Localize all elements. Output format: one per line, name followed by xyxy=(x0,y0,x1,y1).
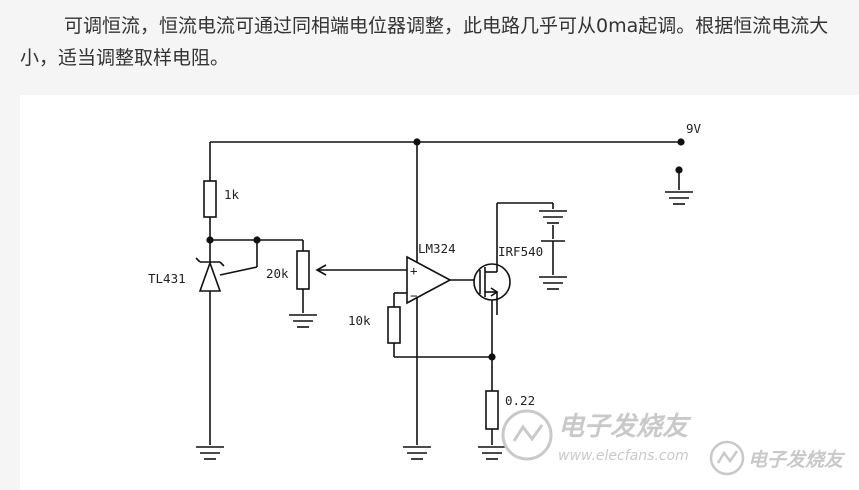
label-minus: − xyxy=(410,288,418,303)
resistor-10k xyxy=(387,306,401,344)
watermark-url: www.elecfans.com xyxy=(558,448,689,464)
supply-terminal xyxy=(677,138,685,146)
article-paragraph: 可调恒流，恒流电流可通过同相端电位器调整，此电路几乎可从0ma起调。根据恒流电流… xyxy=(20,15,829,69)
circuit-figure: 9V 1k TL431 20k LM324 + − IRF540 10k 0.2… xyxy=(20,95,859,490)
opamp-lm324 xyxy=(406,255,452,305)
label-pot: 20k xyxy=(266,266,289,281)
label-mosfet: IRF540 xyxy=(498,244,543,259)
label-plus: + xyxy=(410,263,418,278)
ground-symbol-load-top xyxy=(539,210,567,224)
ground-symbol-sense xyxy=(478,446,506,460)
label-r2: 10k xyxy=(348,313,371,328)
label-regulator: TL431 xyxy=(148,271,186,286)
watermark-logo-icon xyxy=(501,409,553,461)
label-r1: 1k xyxy=(224,187,240,202)
label-supply: 9V xyxy=(686,121,702,136)
tl431-regulator xyxy=(195,257,225,292)
circuit-schematic: 9V 1k TL431 20k LM324 + − IRF540 10k 0.2… xyxy=(148,121,846,476)
watermark-corner-brand: 电子发烧友 xyxy=(748,449,846,471)
label-sense: 0.22 xyxy=(505,393,535,408)
potentiometer-20k xyxy=(296,250,310,290)
watermark-brand: 电子发烧友 xyxy=(558,412,692,442)
ground-symbol-tl431 xyxy=(196,446,224,460)
ground-symbol-supply xyxy=(665,191,693,205)
ground-symbol-opamp xyxy=(403,446,431,460)
junction-node xyxy=(413,138,421,146)
watermark-corner-logo-icon xyxy=(709,440,745,476)
ground-symbol-pot xyxy=(289,314,317,328)
label-opamp: LM324 xyxy=(418,241,456,256)
resistor-1k xyxy=(203,180,217,218)
watermark-corner: 电子发烧友 xyxy=(709,440,846,476)
sense-resistor xyxy=(485,390,499,430)
ground-symbol-load-bottom xyxy=(539,276,567,290)
watermark-main: 电子发烧友 www.elecfans.com xyxy=(501,409,692,464)
